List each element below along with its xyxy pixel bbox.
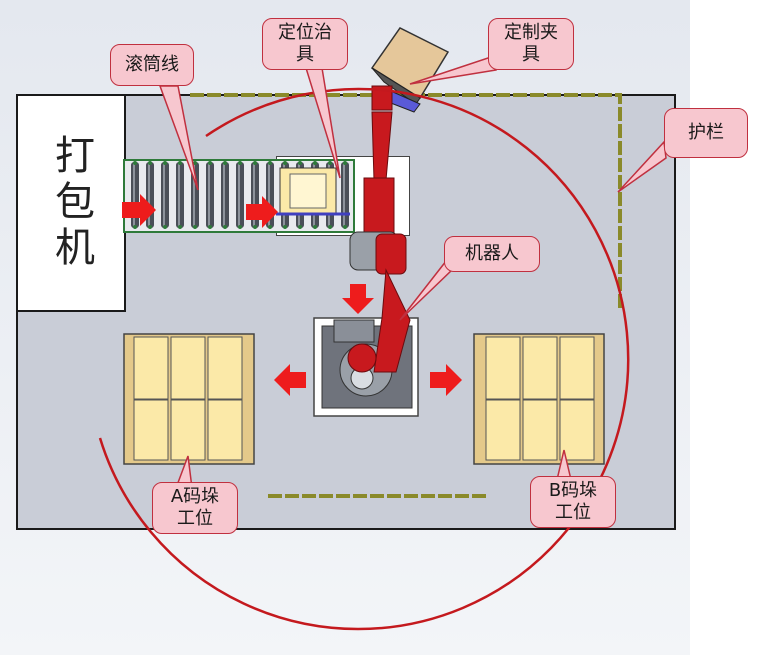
arrow-right-3 [430,364,462,396]
robot-arm [333,111,411,373]
arrow-right-1 [122,194,156,226]
safety-fence [190,93,622,310]
fixture-callout: 定位治具 [262,18,348,70]
conveyor-callout: 滚筒线 [110,44,194,86]
pallet-a [123,333,255,465]
station-b-label: B码垛工位 [548,480,598,523]
fixture-label: 定位治具 [278,22,332,65]
station-a-label: A码垛工位 [170,486,220,529]
working-range-arc [98,87,630,631]
station-a-callout: A码垛工位 [152,482,238,534]
packing-machine [16,94,126,312]
gripper-label: 定制夹具 [504,22,558,65]
fence-pointer [617,140,667,193]
station-b-callout: B码垛工位 [530,476,616,528]
arrow-down [342,284,374,314]
robot-callout: 机器人 [444,236,540,272]
fence-label: 护栏 [688,122,724,143]
fence-callout: 护栏 [664,108,748,158]
arrow-left [274,364,306,396]
arrow-right-2 [246,196,278,228]
gripper-callout: 定制夹具 [488,18,574,70]
robot-label: 机器人 [465,243,519,264]
pallet-b [473,333,605,465]
conveyor-carton-inner [289,173,327,209]
flow-arrows [122,194,462,396]
packing-machine-label: 打包机 [48,134,94,272]
conveyor-label: 滚筒线 [125,54,179,75]
conveyor-pointer [158,85,199,191]
